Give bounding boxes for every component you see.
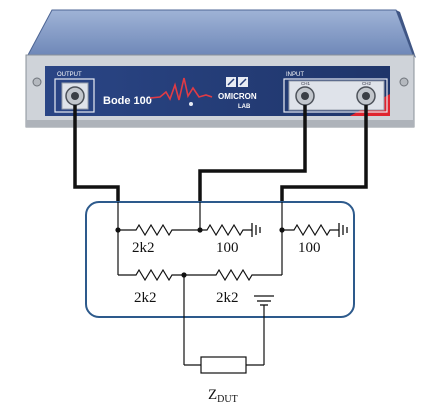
power-led-icon bbox=[189, 102, 193, 106]
circuit-network bbox=[117, 202, 339, 366]
output-bnc-center bbox=[71, 92, 79, 100]
instrument-side-shadow bbox=[396, 10, 416, 58]
ch2-label: CH2 bbox=[362, 81, 371, 86]
right-screw-icon bbox=[399, 77, 409, 87]
dut-label: ZDUT bbox=[208, 387, 238, 405]
ground-icon-right bbox=[338, 223, 348, 237]
junction-dots bbox=[115, 227, 285, 278]
resistor-bottom-right bbox=[184, 268, 282, 282]
resistor-bottom-left bbox=[118, 268, 184, 282]
omicron-logo-icon bbox=[226, 77, 248, 87]
ch2-bnc-center bbox=[362, 92, 370, 100]
label-r-bottom-left: 2k2 bbox=[134, 290, 157, 306]
waveform-logo-icon bbox=[149, 77, 213, 101]
bode-100-instrument: OUTPUT Bode 100 OMICRON LAB INPUT CH1 CH… bbox=[25, 9, 416, 128]
output-cable bbox=[73, 105, 120, 202]
label-r-bottom-right: 2k2 bbox=[216, 290, 239, 306]
label-r-top-right: 100 bbox=[298, 240, 321, 256]
model-label: Bode 100 bbox=[103, 95, 152, 107]
input-label: INPUT bbox=[286, 72, 304, 78]
ground-icon-bottom bbox=[254, 295, 274, 306]
label-r-top-mid: 100 bbox=[216, 240, 239, 256]
brand-lab-label: LAB bbox=[238, 104, 251, 110]
resistor-top-right bbox=[282, 223, 339, 237]
measurement-cables bbox=[73, 105, 368, 202]
ch2-cable bbox=[280, 105, 368, 202]
resistor-top-left bbox=[118, 223, 200, 237]
input-port-frame bbox=[283, 78, 388, 113]
brand-omicron-label: OMICRON bbox=[218, 92, 257, 101]
output-label: OUTPUT bbox=[57, 72, 82, 78]
instrument-top-housing bbox=[27, 9, 414, 56]
ch1-cable bbox=[198, 105, 307, 202]
circuit-enclosure bbox=[85, 201, 355, 318]
dut-component bbox=[200, 356, 247, 374]
ch1-label: CH1 bbox=[301, 81, 310, 86]
ground-icon-mid bbox=[251, 223, 261, 237]
resistor-top-mid bbox=[200, 223, 252, 237]
left-screw-icon bbox=[32, 77, 42, 87]
ch1-bnc-center bbox=[301, 92, 309, 100]
label-r-top-left: 2k2 bbox=[132, 240, 155, 256]
